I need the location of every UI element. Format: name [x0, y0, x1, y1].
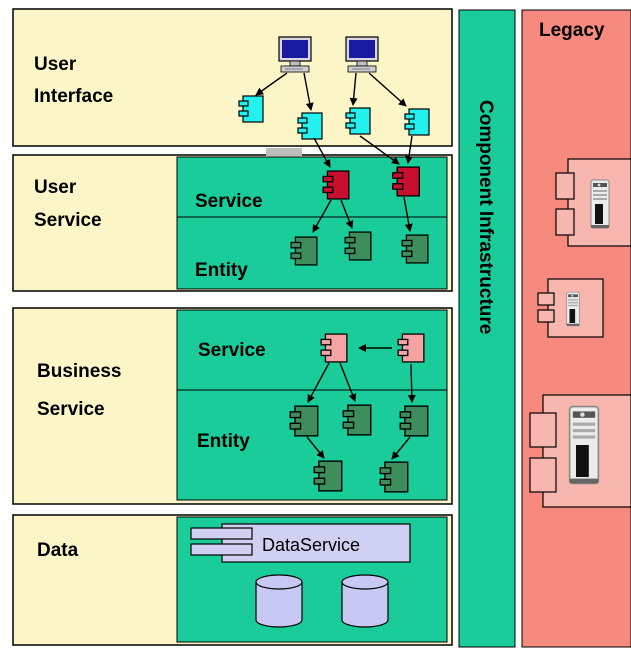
- ui-component-icon-2: [296, 112, 324, 140]
- business-service-service-label: Service: [198, 340, 266, 361]
- database-icon-1: [255, 574, 303, 628]
- component-infrastructure-label: Component Infrastructure: [475, 100, 496, 334]
- business-entity-component-icon-5: [379, 461, 409, 493]
- monitor-icon-2: [345, 36, 379, 73]
- user-service-layer-label: User Service: [34, 177, 102, 231]
- user-entity-component-icon-3: [401, 234, 429, 264]
- server-icon-3: [568, 405, 600, 485]
- ui-component-icon-1: [238, 95, 264, 123]
- business-entity-component-icon-2: [342, 404, 372, 436]
- business-entity-component-icon-4: [313, 460, 343, 492]
- legacy-label: Legacy: [539, 20, 605, 41]
- server-icon-2: [566, 291, 580, 327]
- monitor-icon-1: [278, 36, 312, 73]
- user-entity-component-icon-2: [344, 231, 372, 261]
- user-service-component-icon-1: [322, 170, 350, 200]
- data-layer-label: Data: [37, 540, 79, 561]
- legacy-system-3: [529, 394, 631, 508]
- legacy-system-2: [537, 278, 604, 338]
- user-interface-layer: [12, 8, 453, 147]
- server-icon-1: [590, 179, 610, 229]
- user-service-component-icon-2: [391, 166, 421, 197]
- user-interface-layer-label: User Interface: [34, 54, 113, 107]
- business-service-label-line1: Business: [37, 361, 121, 382]
- ui-component-icon-3: [345, 107, 371, 135]
- legacy-system-1: [555, 158, 631, 247]
- business-service-component-icon-2: [397, 333, 425, 363]
- business-entity-component-icon-1: [289, 405, 319, 437]
- user-service-label-line1: User: [34, 177, 77, 198]
- component-infrastructure-column: [458, 9, 516, 648]
- user-entity-component-icon-1: [290, 236, 318, 266]
- user-interface-label-line1: User: [34, 54, 77, 75]
- business-service-layer-label: Business Service: [37, 361, 127, 420]
- business-service-entity-label: Entity: [197, 431, 250, 452]
- user-service-service-label: Service: [195, 191, 263, 212]
- database-icon-2: [341, 574, 389, 628]
- data-service-label: DataService: [262, 535, 360, 555]
- business-service-label-line2: Service: [37, 399, 105, 420]
- ui-component-icon-4: [403, 108, 431, 136]
- business-service-component-icon-1: [320, 333, 348, 363]
- user-service-entity-label: Entity: [195, 260, 248, 281]
- dependency-arrows: [255, 72, 416, 460]
- layer-connector-bar: [266, 148, 302, 156]
- user-service-label-line2: Service: [34, 210, 102, 231]
- data-service-component: DataService: [190, 523, 411, 563]
- business-entity-component-icon-3: [399, 405, 429, 437]
- user-interface-label-line2: Interface: [34, 86, 113, 107]
